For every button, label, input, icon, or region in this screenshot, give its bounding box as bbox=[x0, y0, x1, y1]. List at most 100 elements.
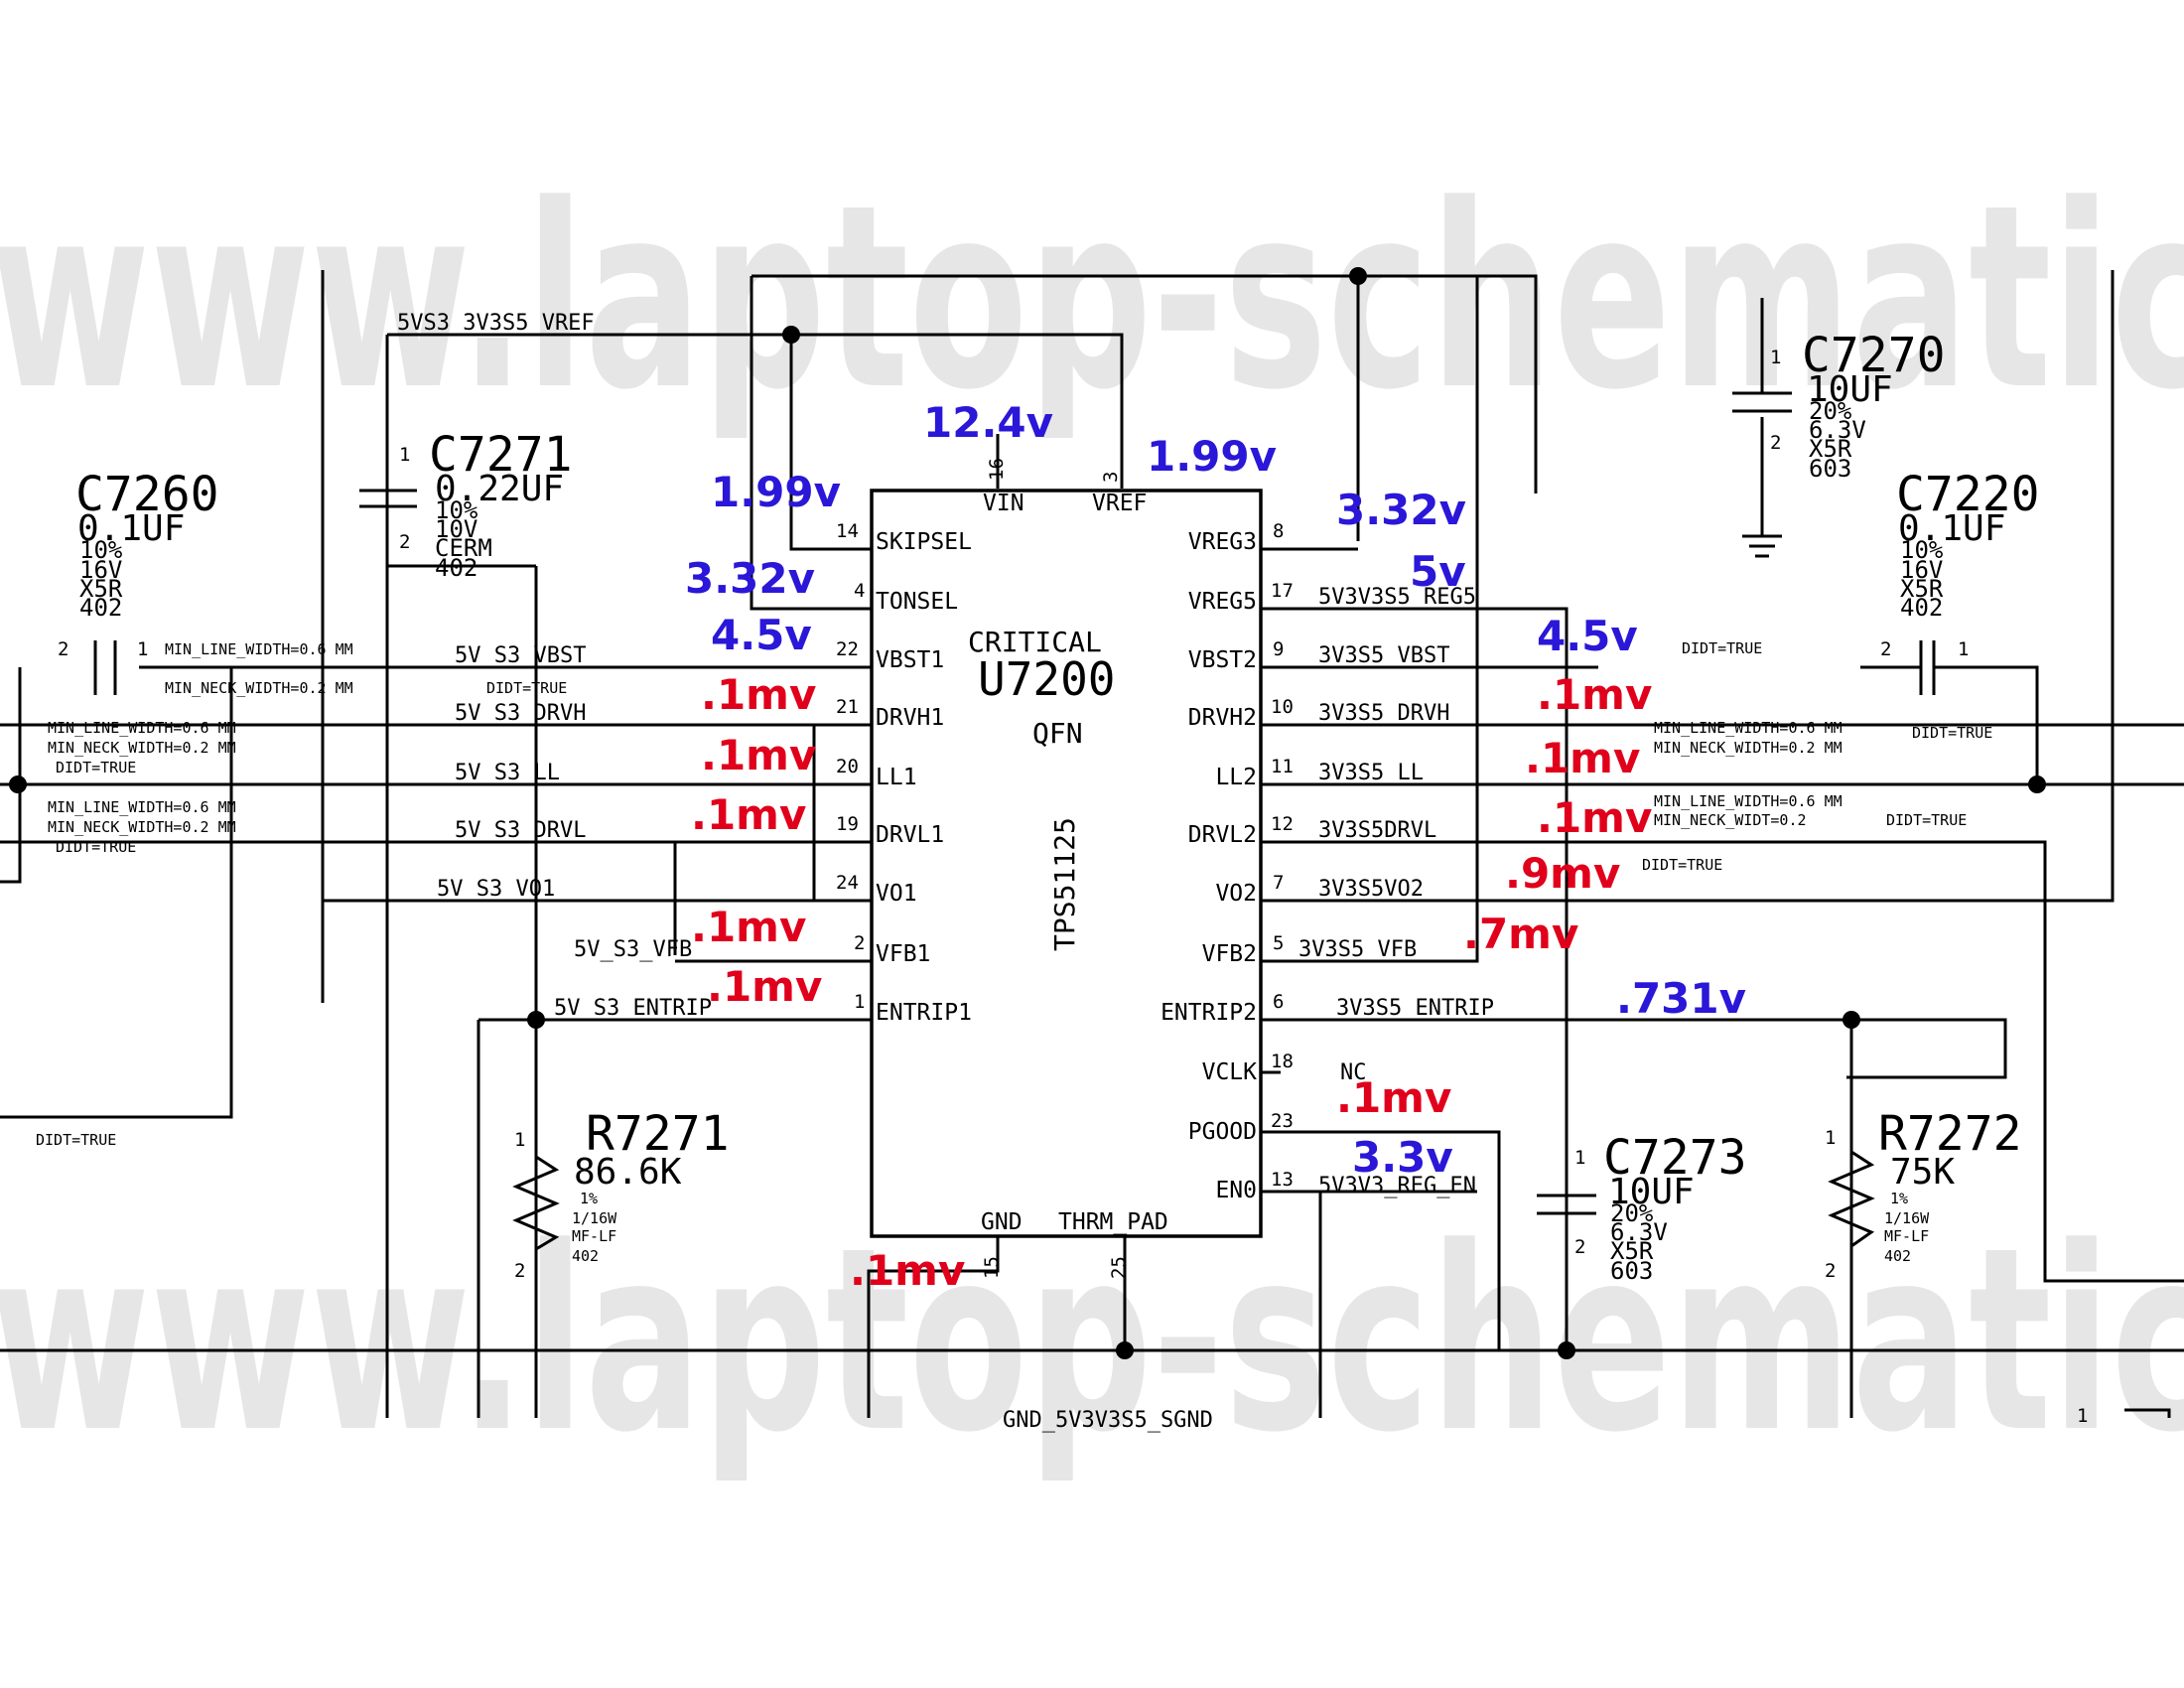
pin-ll2-name: LL2 bbox=[1215, 765, 1257, 790]
net-gnd-sgnd: GND_5V3V3S5_SGND bbox=[1003, 1408, 1213, 1433]
r7272-ref: R7272 bbox=[1878, 1106, 2022, 1162]
c7270-spec-size: 603 bbox=[1809, 455, 1851, 483]
meas-vfb2: .7mv bbox=[1463, 910, 1578, 958]
c7271-spec-diel: CERM bbox=[435, 534, 492, 562]
pin-drvl1-num: 19 bbox=[836, 813, 859, 835]
meas-en0: 3.3v bbox=[1352, 1133, 1453, 1182]
r7272-spec-size: 402 bbox=[1884, 1247, 1911, 1265]
r7271-ref: R7271 bbox=[586, 1106, 730, 1162]
meas-ll2: .1mv bbox=[1525, 734, 1640, 782]
c7260-pin-a: 2 bbox=[58, 638, 68, 660]
chip-ref: U7200 bbox=[978, 652, 1115, 706]
junctions bbox=[9, 267, 2046, 1359]
pin-drvl1-name: DRVL1 bbox=[876, 822, 944, 848]
capacitor-c7271: C7271 0.22UF 10% 10V CERM 402 1 2 bbox=[359, 427, 573, 582]
c7220-spec-diel: X5R bbox=[1900, 575, 1944, 603]
annot-min-neck-3: MIN_NECK_WIDTH=0.2 MM bbox=[48, 818, 236, 836]
net-reg5: 5V3V3S5_REG5 bbox=[1318, 585, 1476, 610]
annot-min-line-5: MIN_LINE_WIDTH=0.6 MM bbox=[1654, 792, 1843, 810]
c7273-value: 10UF bbox=[1608, 1172, 1695, 1212]
meas-drvl2: .1mv bbox=[1537, 793, 1652, 842]
c7260-spec-volt: 16V bbox=[79, 556, 122, 584]
pin-pgood-name: PGOOD bbox=[1188, 1119, 1257, 1145]
annot-didt-3: DIDT=TRUE bbox=[56, 838, 136, 856]
pin-entrip1-num: 1 bbox=[854, 991, 865, 1013]
net-3v3s5-vbst: 3V3S5_VBST bbox=[1318, 643, 1449, 668]
pin-thrm-num: 25 bbox=[1108, 1256, 1130, 1279]
c7220-spec-volt: 16V bbox=[1900, 556, 1943, 584]
r7272-spec-type: MF-LF bbox=[1884, 1227, 1929, 1245]
c7273-ref: C7273 bbox=[1603, 1130, 1747, 1186]
meas-vreg5: 5v bbox=[1410, 547, 1466, 596]
pin-drvl2-num: 12 bbox=[1271, 813, 1294, 835]
pin-vclk-name: VCLK bbox=[1202, 1059, 1258, 1085]
pin-drvh2-num: 10 bbox=[1271, 696, 1294, 718]
c7270-spec-volt: 6.3V bbox=[1809, 416, 1866, 444]
pin-vo2-num: 7 bbox=[1273, 872, 1284, 894]
r7271-spec-power: 1/16W bbox=[572, 1209, 617, 1227]
c7273-pin-b: 2 bbox=[1574, 1236, 1585, 1258]
capacitor-c7260: C7260 0.1UF 10% 16V X5R 402 2 1 bbox=[58, 467, 219, 695]
c7260-spec-diel: X5R bbox=[79, 575, 123, 603]
pin-vfb1-name: VFB1 bbox=[876, 941, 930, 967]
pin-vo1-name: VO1 bbox=[876, 881, 917, 907]
c7271-spec-volt: 10V bbox=[435, 515, 478, 543]
pin-gnd-name: GND bbox=[981, 1209, 1023, 1235]
annot-didt-6: DIDT=TRUE bbox=[1912, 724, 1992, 742]
pin-vreg5-num: 17 bbox=[1271, 580, 1294, 602]
pin-vfb2-num: 5 bbox=[1273, 932, 1284, 954]
watermark-top: www.laptop-schematic bbox=[0, 151, 2184, 446]
pin-vreg5-name: VREG5 bbox=[1188, 589, 1257, 615]
c7220-ref: C7220 bbox=[1896, 467, 2040, 522]
r7272-pin-a: 1 bbox=[1825, 1127, 1836, 1149]
pin-en0-name: EN0 bbox=[1215, 1178, 1257, 1203]
pin-drvh2-name: DRVH2 bbox=[1188, 705, 1257, 731]
net-5v-s3-vfb: 5V_S3_VFB bbox=[574, 937, 692, 962]
meas-tonsel: 3.32v bbox=[685, 554, 815, 603]
pin-entrip1-name: ENTRIP1 bbox=[876, 1000, 972, 1026]
net-5v-s3-drvh: 5V_S3_DRVH bbox=[455, 701, 586, 726]
resistor-r7272: R7272 75K 1% 1/16W MF-LF 402 1 2 bbox=[1825, 1106, 2022, 1282]
c7270-pin-a: 1 bbox=[1770, 347, 1781, 368]
c7273-pin-a: 1 bbox=[1574, 1147, 1585, 1169]
net-5v-s3-ll: 5V_S3_LL bbox=[455, 761, 560, 785]
c7273-spec-size: 603 bbox=[1610, 1257, 1653, 1285]
left-pins: SKIPSEL 14 TONSEL 4 VBST1 22 DRVH1 21 LL… bbox=[836, 520, 972, 1026]
pin-vref-name: VREF bbox=[1092, 491, 1147, 516]
c7270-value: 10UF bbox=[1807, 369, 1893, 410]
pin-drvh1-num: 21 bbox=[836, 696, 859, 718]
r7272-spec-tol: 1% bbox=[1890, 1190, 1908, 1207]
pin-tonsel-num: 4 bbox=[854, 580, 865, 602]
routing-annotations: MIN_LINE_WIDTH=0.6 MM MIN_NECK_WIDTH=0.2… bbox=[36, 639, 1992, 1149]
c7220-spec-size: 402 bbox=[1900, 594, 1943, 622]
right-pins: VREG3 8 VREG5 17 VBST2 9 DRVH2 10 LL2 11… bbox=[1160, 520, 1294, 1203]
pin-vclk-num: 18 bbox=[1271, 1051, 1294, 1072]
meas-entrip2: .731v bbox=[1616, 974, 1746, 1023]
net-3v3s5-entrip: 3V3S5_ENTRIP bbox=[1336, 996, 1494, 1021]
c7273-spec-diel: X5R bbox=[1610, 1237, 1654, 1265]
net-5v-s3-vbst: 5V_S3_VBST bbox=[455, 643, 586, 668]
c7271-spec-tol: 10% bbox=[435, 496, 478, 524]
c7270-spec-tol: 20% bbox=[1809, 397, 1852, 425]
voltage-measurements: 12.4v 1.99v 1.99v 3.32v 4.5v .1mv .1mv .… bbox=[685, 398, 1746, 1295]
annot-min-neck-5: MIN_NECK_WIDT=0.2 bbox=[1654, 811, 1807, 829]
pin-vin-name: VIN bbox=[983, 491, 1024, 516]
annot-min-line-3: MIN_LINE_WIDTH=0.6 MM bbox=[48, 798, 236, 816]
pin-ll1-name: LL1 bbox=[876, 765, 917, 790]
pin-entrip2-name: ENTRIP2 bbox=[1160, 1000, 1257, 1026]
meas-vbst2: 4.5v bbox=[1537, 612, 1638, 660]
net-3v3s5-drvl: 3V3S5DRVL bbox=[1318, 818, 1436, 843]
pin-skipsel-name: SKIPSEL bbox=[876, 529, 972, 555]
pin-vref-num: 3 bbox=[1100, 472, 1122, 483]
meas-vo2: .9mv bbox=[1505, 849, 1620, 898]
meas-pgood: .1mv bbox=[1336, 1073, 1451, 1122]
annot-didt-2: DIDT=TRUE bbox=[56, 759, 136, 776]
wires bbox=[0, 270, 2184, 1418]
net-vref: 5VS3_3V3S5_VREF bbox=[397, 311, 595, 336]
c7273-spec-tol: 20% bbox=[1610, 1199, 1654, 1227]
pin-skipsel-num: 14 bbox=[836, 520, 859, 542]
c7220-pin-a: 2 bbox=[1880, 638, 1891, 660]
c7260-spec-size: 402 bbox=[79, 594, 122, 622]
pin-vbst2-name: VBST2 bbox=[1188, 647, 1257, 673]
annot-didt-4: DIDT=TRUE bbox=[36, 1131, 116, 1149]
